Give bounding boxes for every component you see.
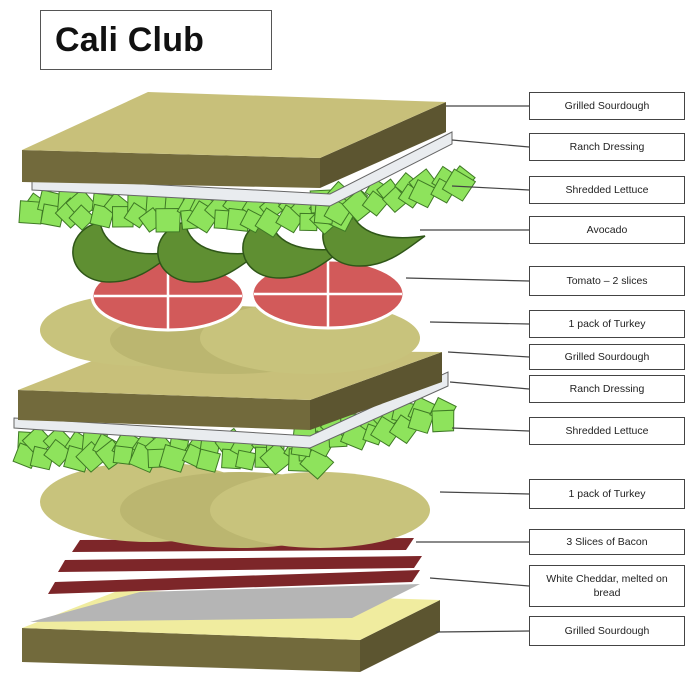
label-grilled-sourdough-bottom: Grilled Sourdough bbox=[529, 616, 685, 646]
leader-line bbox=[452, 140, 529, 147]
label-grilled-sourdough-top: Grilled Sourdough bbox=[529, 92, 685, 120]
bacon-strip bbox=[58, 556, 422, 572]
turkey-slice-bottom bbox=[210, 472, 430, 548]
lettuce-piece bbox=[236, 450, 257, 470]
leader-line bbox=[448, 352, 529, 357]
label-bacon: 3 Slices of Bacon bbox=[529, 529, 685, 555]
label-ranch-dressing-top: Ranch Dressing bbox=[529, 133, 685, 161]
label-turkey-top: 1 pack of Turkey bbox=[529, 310, 685, 338]
label-shredded-lettuce-top: Shredded Lettuce bbox=[529, 176, 685, 204]
leader-line bbox=[436, 631, 529, 632]
leader-line bbox=[450, 382, 529, 389]
leader-line bbox=[430, 578, 529, 586]
diagram-title: Cali Club bbox=[55, 21, 204, 60]
leader-line bbox=[440, 492, 529, 494]
leader-line bbox=[452, 428, 529, 431]
leader-line bbox=[406, 278, 529, 281]
label-turkey-bottom: 1 pack of Turkey bbox=[529, 479, 685, 509]
label-shredded-lettuce-bottom: Shredded Lettuce bbox=[529, 417, 685, 445]
label-grilled-sourdough-middle: Grilled Sourdough bbox=[529, 344, 685, 370]
title-box: Cali Club bbox=[40, 10, 272, 70]
lettuce-piece bbox=[432, 410, 454, 432]
label-avocado: Avocado bbox=[529, 216, 685, 244]
label-white-cheddar: White Cheddar, melted on bread bbox=[529, 565, 685, 607]
leader-line bbox=[430, 322, 529, 324]
label-tomato: Tomato – 2 slices bbox=[529, 266, 685, 296]
label-ranch-dressing-bottom: Ranch Dressing bbox=[529, 375, 685, 403]
lettuce-piece bbox=[156, 209, 181, 233]
